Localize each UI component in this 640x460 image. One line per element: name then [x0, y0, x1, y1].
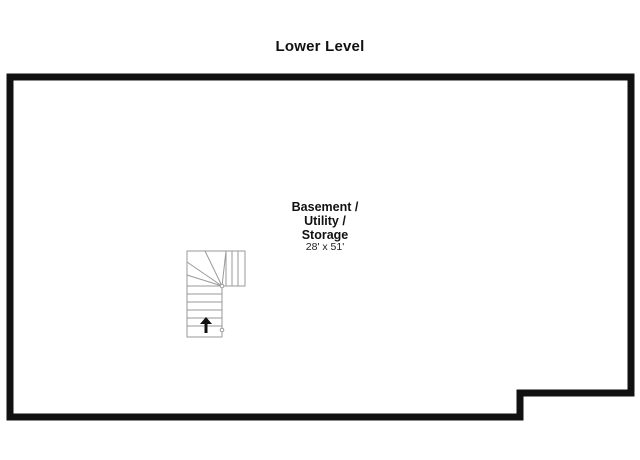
exterior-wall [6, 73, 635, 421]
room-name-line-3: Storage [301, 228, 349, 242]
up-arrow-icon [200, 317, 212, 333]
floor-title: Lower Level [275, 38, 365, 55]
room-name-line-1: Basement / [291, 200, 359, 214]
room-label: Basement / Utility / Storage 28' x 51' [225, 200, 425, 253]
staircase [186, 250, 246, 338]
room-name-line-2: Utility / [304, 214, 346, 228]
room-dimensions: 28' x 51' [305, 241, 345, 253]
